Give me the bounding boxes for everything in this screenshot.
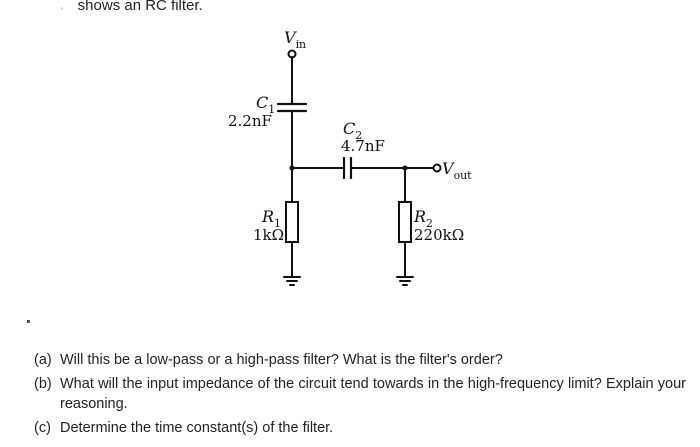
question-b-text: What will the input impedance of the cir… [60, 376, 686, 412]
r2-name-label: R2 [413, 207, 433, 230]
c2-value-label: 4.7nF [341, 137, 385, 155]
question-b-label: (b) [34, 376, 52, 392]
page-mark [27, 320, 30, 323]
c1-name-label: C1 [256, 93, 275, 116]
intro-text: ˒ shows an RC filter. [60, 0, 203, 14]
junction-node-2 [402, 165, 408, 171]
r1-value-label: 1kΩ [253, 226, 284, 244]
r2-body [398, 201, 412, 243]
vout-terminal [432, 163, 442, 173]
r1-body [285, 201, 299, 243]
vout-label: Vout [442, 159, 472, 182]
question-b: (b) What will the input impedance of the… [34, 374, 686, 414]
question-a-text: Will this be a low-pass or a high-pass f… [60, 352, 503, 368]
question-c: (c) Determine the time constant(s) of th… [34, 418, 686, 438]
r1-name-label: R1 [261, 207, 281, 230]
junction-node-1 [289, 165, 295, 171]
intro-sentence: shows an RC filter. [77, 0, 203, 14]
rc-filter-circuit-diagram: Vin C1 2.2nF C2 4.7nF Vout R1 1kΩ R2 220… [228, 28, 472, 286]
question-c-label: (c) [34, 420, 51, 436]
figure-reference-mark: ˒ [60, 1, 64, 13]
question-a: (a) Will this be a low-pass or a high-pa… [34, 350, 686, 370]
c2-name-label: C2 [343, 119, 362, 142]
question-a-label: (a) [34, 352, 52, 368]
circuit-wires [276, 49, 442, 286]
c1-value-label: 2.2nF [228, 112, 272, 130]
r2-value-label: 220kΩ [414, 226, 464, 244]
question-c-text: Determine the time constant(s) of the fi… [60, 420, 334, 436]
question-list: (a) Will this be a low-pass or a high-pa… [34, 350, 686, 438]
vin-label: Vin [284, 28, 306, 51]
